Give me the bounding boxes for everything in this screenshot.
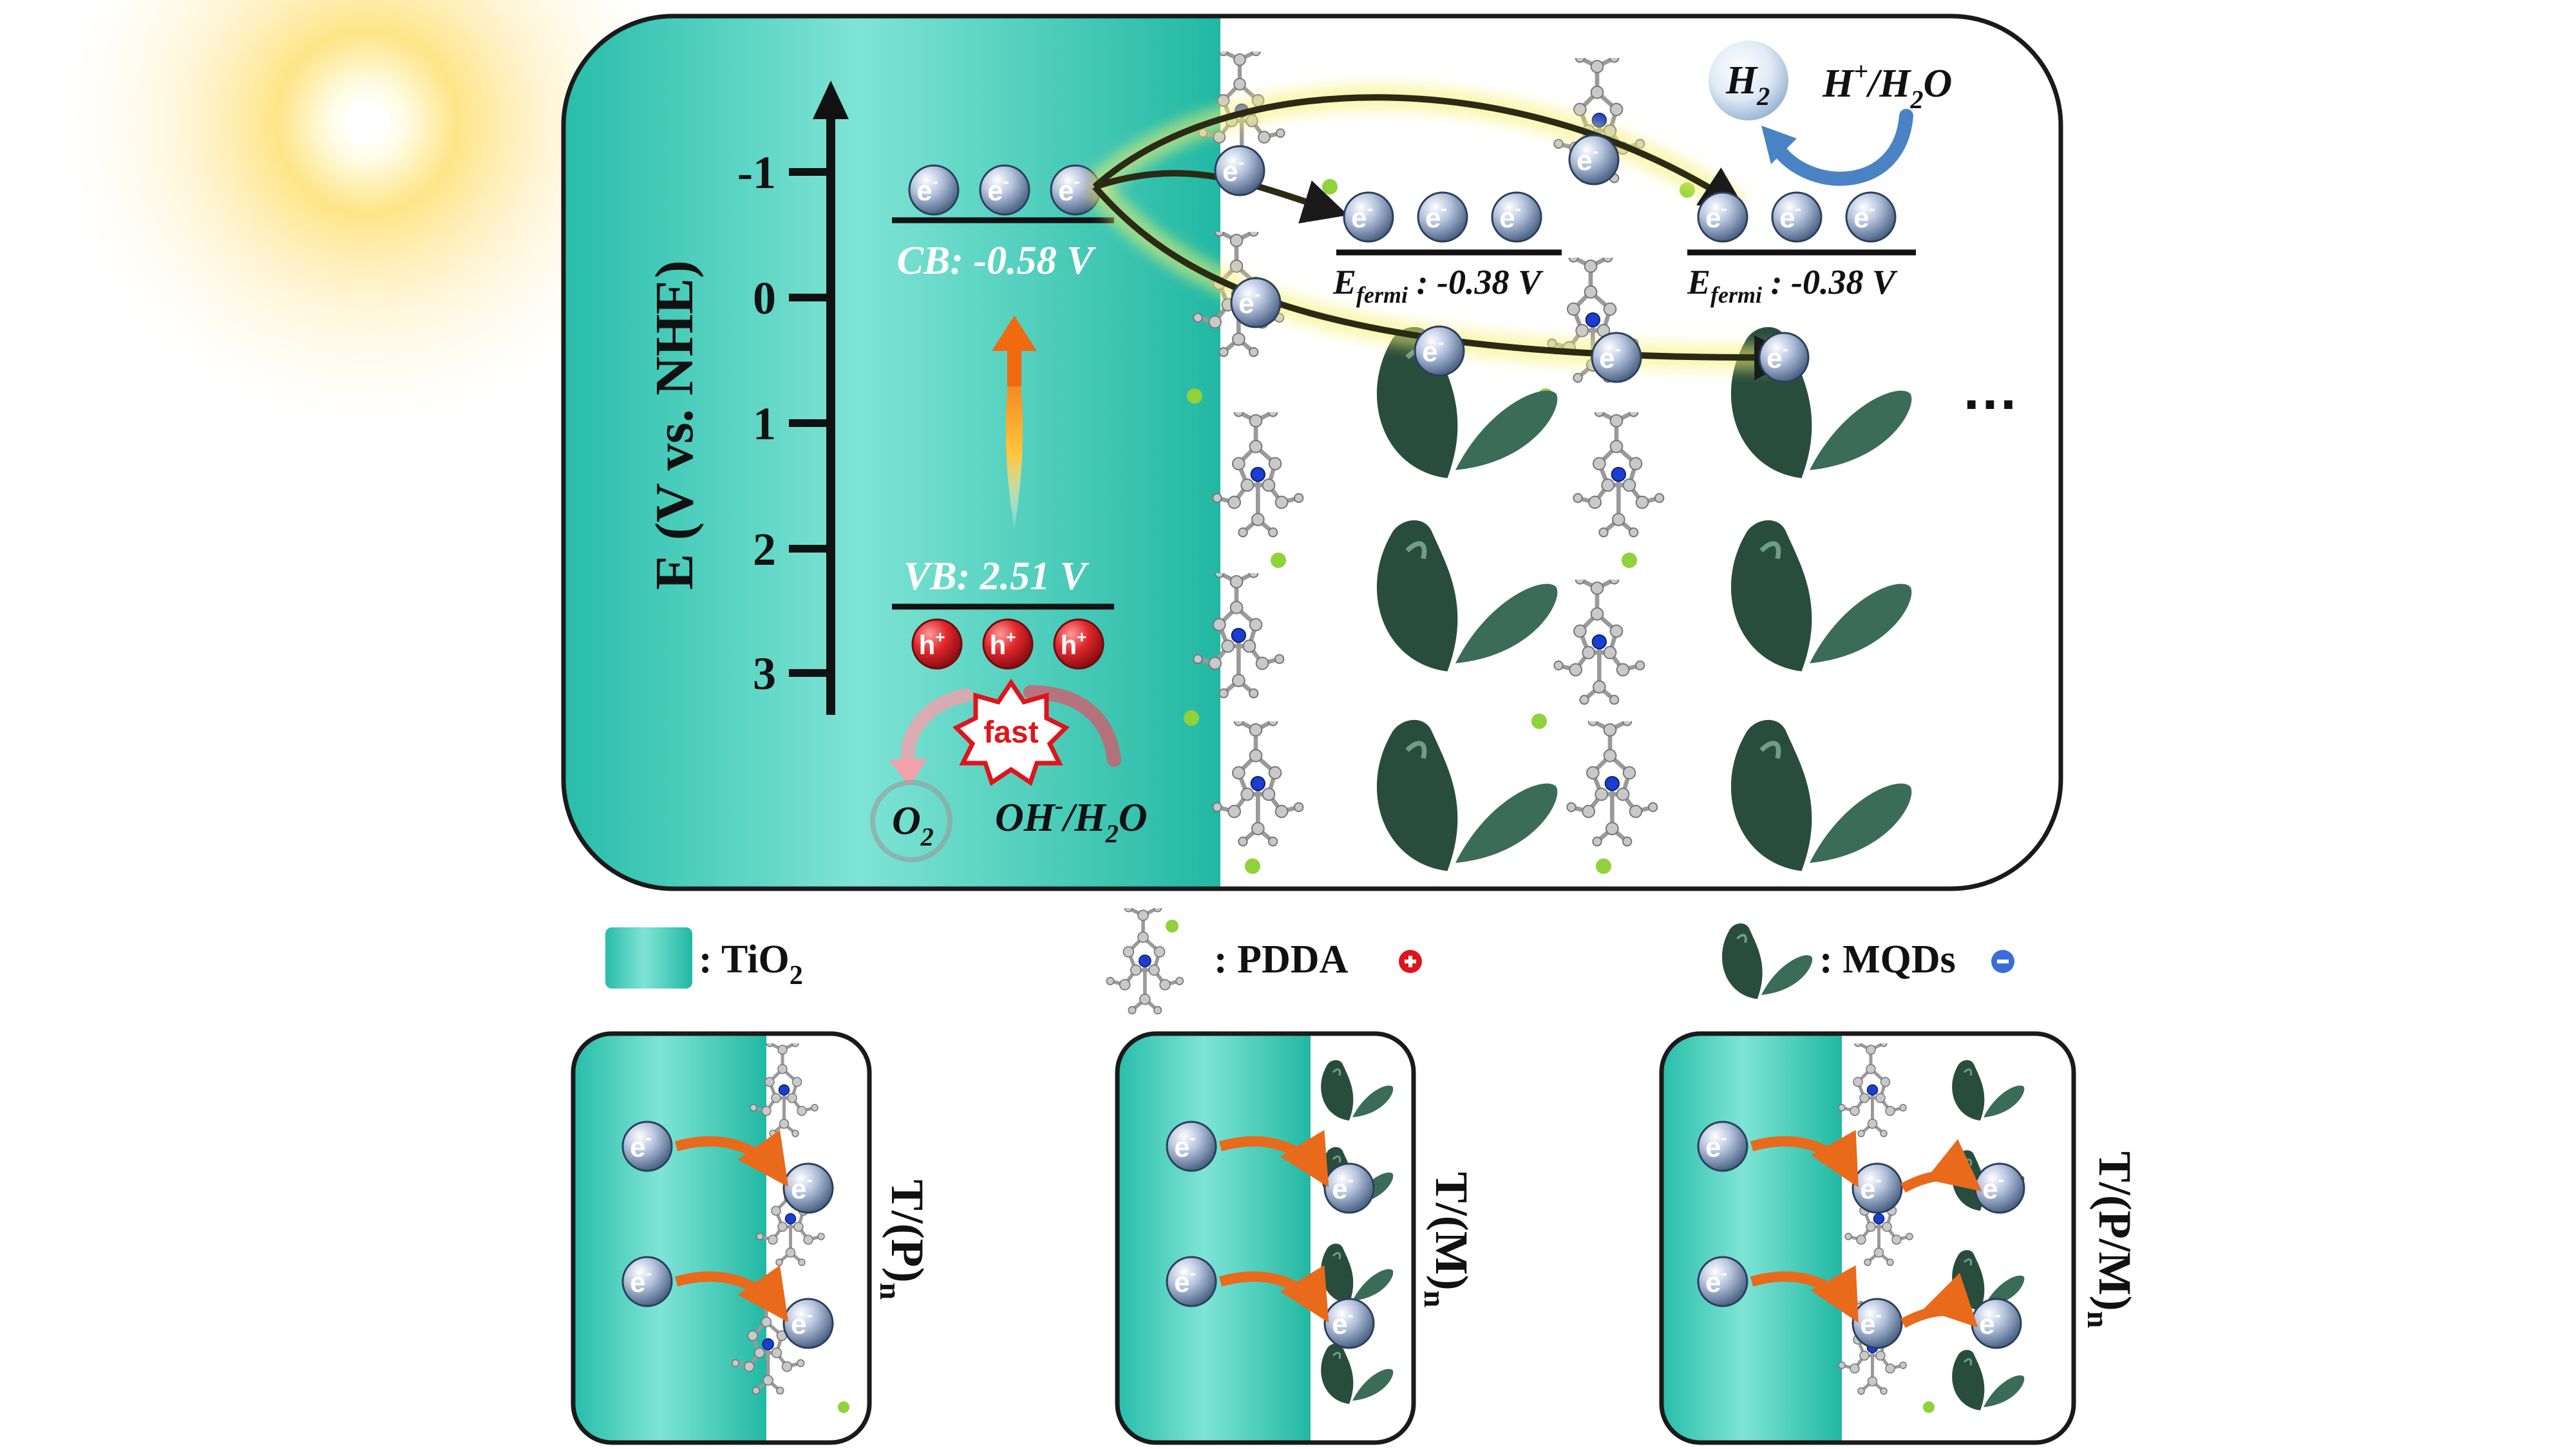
tick-label: 1 — [753, 398, 776, 450]
transferred-electrons: e- e- e- e- e- e- e- e- e- e- e- e- — [1214, 134, 1897, 383]
vb-label: VB: 2.51 V — [904, 554, 1090, 598]
svg-text:e-: e- — [630, 1128, 652, 1163]
svg-text:e-: e- — [1982, 1170, 2004, 1205]
hole-label: h — [990, 630, 1007, 660]
svg-text:e-: e- — [630, 1263, 652, 1298]
svg-text:e-: e- — [1058, 171, 1080, 207]
efermi-label: Efermi : -0.38 V — [1332, 263, 1544, 308]
svg-text:e-: e- — [1174, 1263, 1196, 1298]
svg-text:e-: e- — [1238, 284, 1260, 319]
svg-text:h+: h+ — [919, 627, 945, 660]
tick-label: 0 — [753, 272, 776, 324]
panel-tpm: e- e- e- e- e- e- T/(P/M)n — [1659, 1031, 2141, 1445]
main-panel — [561, 14, 2063, 891]
svg-text:e-: e- — [1705, 1263, 1727, 1298]
panel-label: T/(M)n — [1417, 1172, 1477, 1308]
svg-text:e-: e- — [1425, 198, 1447, 234]
svg-text:e-: e- — [1499, 198, 1521, 234]
svg-text:e-: e- — [1860, 1170, 1882, 1205]
svg-text:e-: e- — [916, 171, 938, 207]
svg-text:e-: e- — [791, 1170, 813, 1205]
svg-text:e-: e- — [1599, 339, 1621, 374]
sun-icon — [64, 0, 670, 425]
legend-pdda: : PDDA — [1106, 904, 1422, 1014]
fast-label: fast — [983, 715, 1038, 750]
electron-label: e — [916, 175, 932, 207]
svg-text:h+: h+ — [990, 627, 1016, 660]
svg-text:e-: e- — [1332, 1170, 1354, 1205]
hole-label: h — [1061, 630, 1077, 660]
svg-text:: MQDs: : MQDs — [1819, 938, 1956, 981]
band-levels: CB: -0.58 V VB: 2.51 V — [892, 217, 1114, 610]
ellipsis: … — [1961, 357, 2019, 422]
svg-text:e-: e- — [1860, 1305, 1882, 1340]
excitation-arrow — [992, 316, 1037, 528]
tick-label: 3 — [753, 648, 776, 699]
legend-tio2: : TiO2 — [605, 927, 803, 990]
svg-text:e-: e- — [791, 1305, 813, 1340]
svg-text:: PDDA: : PDDA — [1214, 938, 1349, 981]
svg-text:h+: h+ — [1061, 627, 1087, 660]
legend-mqds: : MQDs — [1721, 922, 2014, 1001]
panel-tm: e- e- e- e- T/(M)n — [1115, 1031, 1477, 1445]
h-plus-h2o-label: H+/H2O — [1822, 57, 1952, 114]
svg-text:e-: e- — [1979, 1305, 2001, 1340]
panel-label: T/(P/M)n — [2081, 1151, 2141, 1329]
svg-text:e-: e- — [1705, 198, 1727, 234]
tick-label: 2 — [753, 524, 776, 575]
cb-electrons: e- e- e- — [908, 164, 1101, 216]
svg-text:e-: e- — [1222, 152, 1244, 187]
minus-charge-icon — [1991, 950, 2014, 973]
svg-text:e-: e- — [987, 171, 1009, 207]
hole-label: h — [919, 630, 936, 660]
electron-label: e — [987, 175, 1003, 207]
svg-text:e-: e- — [1705, 1128, 1727, 1163]
panel-label: T/(P)n — [873, 1180, 933, 1300]
oh-h2o-label: OH-/H2O — [995, 791, 1148, 848]
svg-text:e-: e- — [1853, 198, 1875, 234]
svg-text:: TiO2: : TiO2 — [699, 938, 803, 990]
svg-text:e-: e- — [1332, 1305, 1354, 1340]
energy-axis: -1 0 1 2 3 E (V vs. NHE) — [645, 80, 849, 715]
svg-text:e-: e- — [1577, 141, 1598, 176]
vb-holes: h+ h+ h+ — [911, 618, 1104, 670]
fermi-levels: Efermi : -0.38 V Efermi : -0.38 V — [1332, 249, 1916, 308]
h2-label: H2 — [1725, 59, 1770, 111]
oxidation-cycle: fast O2 OH-/H2O — [870, 678, 1148, 862]
legend: : TiO2 : PDDA : MQDs — [605, 904, 2014, 1014]
electron-label: e — [1058, 175, 1074, 207]
h2-evolution-cycle: H2 H+/H2O — [1709, 41, 1952, 186]
svg-text:e-: e- — [1779, 198, 1801, 234]
fast-burst-icon: fast — [952, 678, 1070, 786]
plus-charge-icon — [1399, 950, 1422, 973]
svg-text:e-: e- — [1766, 339, 1788, 374]
panel-tp: e- e- e- e- T/(P)n — [571, 1031, 933, 1445]
svg-text:e-: e- — [1422, 332, 1444, 368]
tick-label: -1 — [737, 147, 776, 198]
svg-text:e-: e- — [1351, 198, 1373, 234]
cb-label: CB: -0.58 V — [897, 239, 1097, 283]
efermi-label: Efermi : -0.38 V — [1687, 263, 1898, 308]
svg-text:e-: e- — [1174, 1128, 1196, 1163]
axis-title: E (V vs. NHE) — [645, 260, 705, 590]
o2-label: O2 — [892, 799, 934, 851]
